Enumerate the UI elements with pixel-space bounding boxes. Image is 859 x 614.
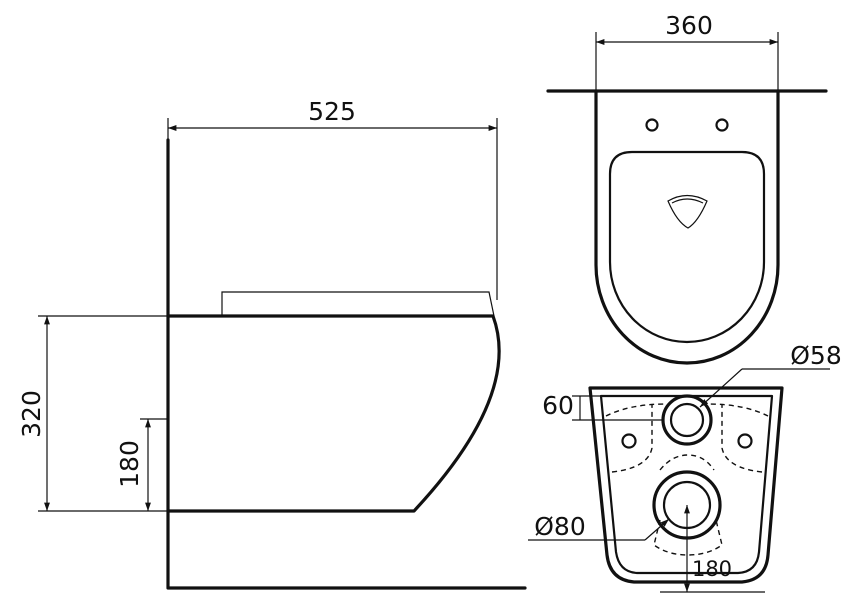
dim-58-label: Ø58	[790, 341, 842, 370]
dim-180-label: 180	[115, 440, 144, 488]
top-view: 360	[546, 11, 828, 365]
top-bowl-outer	[594, 89, 780, 365]
rear-outlet-inner	[669, 402, 705, 438]
dim-rear-180-label: 180	[692, 557, 732, 581]
dim-360-label: 360	[665, 11, 713, 40]
dim-80-label: Ø80	[534, 512, 586, 541]
seat-hole-right	[715, 118, 729, 132]
rear-dashed-left-channel	[611, 404, 653, 473]
top-bowl-rim	[608, 150, 766, 344]
rear-dashed-right-channel	[721, 404, 763, 473]
rear-view: 60 Ø58 Ø80 180	[528, 341, 842, 593]
rear-dashed-top-right	[707, 403, 769, 417]
dim-80-leader	[644, 518, 670, 541]
top-drain-inner	[671, 198, 704, 204]
rear-body-inner	[599, 394, 774, 575]
side-wall-floor	[166, 138, 527, 590]
side-bowl-outline	[166, 314, 501, 513]
seat-hole-left	[645, 118, 659, 132]
dim-60-label: 60	[542, 391, 574, 420]
dim-58-leader	[699, 368, 743, 408]
top-drain	[667, 194, 708, 229]
rear-dashed-inlet-bottom	[653, 519, 723, 556]
side-view: 525 320 180	[17, 97, 527, 590]
rear-fixing-hole-left	[621, 433, 637, 449]
dim-320-label: 320	[17, 390, 46, 438]
rear-fixing-hole-right	[737, 433, 753, 449]
side-seat-lid	[221, 291, 495, 317]
rear-body-outer	[588, 386, 784, 584]
rear-dashed-inlet-top	[659, 454, 715, 471]
rear-dashed-top-left	[605, 403, 667, 417]
dim-525-label: 525	[308, 97, 356, 126]
